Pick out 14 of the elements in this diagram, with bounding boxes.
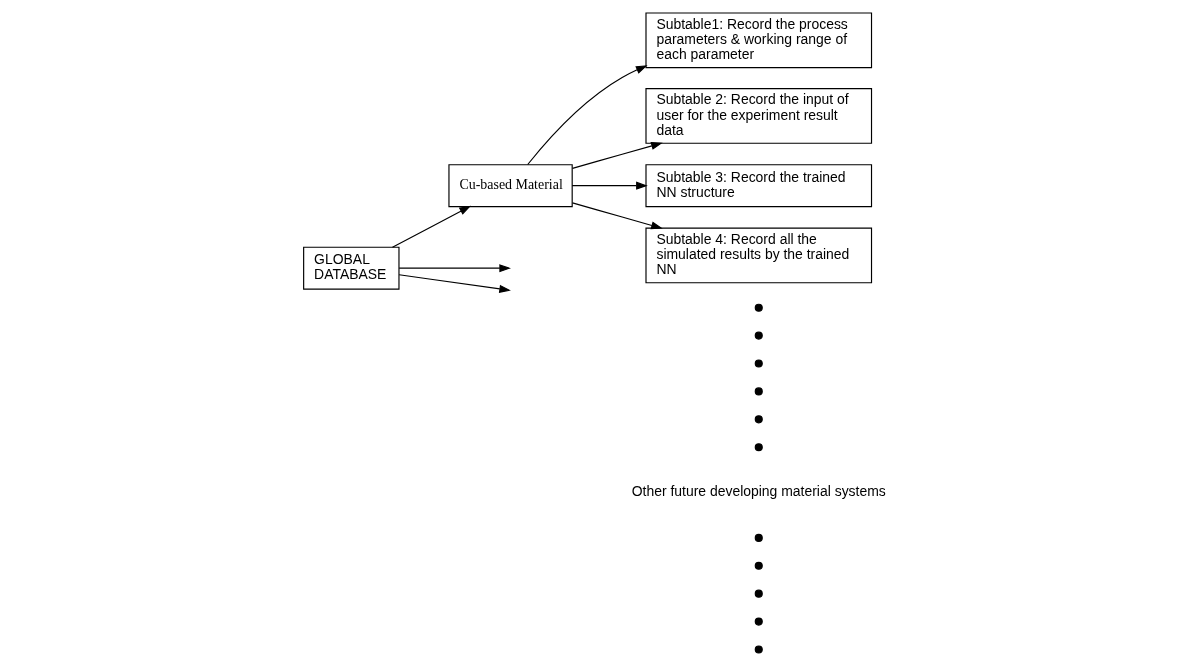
node-box: Subtable 2: Record the input of user for the experiment result data — [645, 88, 873, 144]
node-box: Subtable 4: Record all the simulated results by the trained NN — [645, 227, 873, 284]
node-box: Cu-based Material — [448, 164, 573, 208]
arrow — [391, 205, 472, 248]
label: Other future developing material systems — [631, 483, 886, 500]
arrow — [571, 181, 648, 190]
arrow — [571, 202, 663, 230]
arrow — [527, 65, 648, 166]
node-box: Subtable1: Record the process parameters & working range of each parameter — [645, 12, 873, 69]
node-box: Subtable 3: Record the trained NN structure — [645, 164, 873, 208]
arrow — [398, 264, 511, 273]
arrow — [398, 274, 511, 293]
arrow — [571, 142, 663, 169]
node-box: GLOBAL DATABASE — [303, 246, 400, 290]
